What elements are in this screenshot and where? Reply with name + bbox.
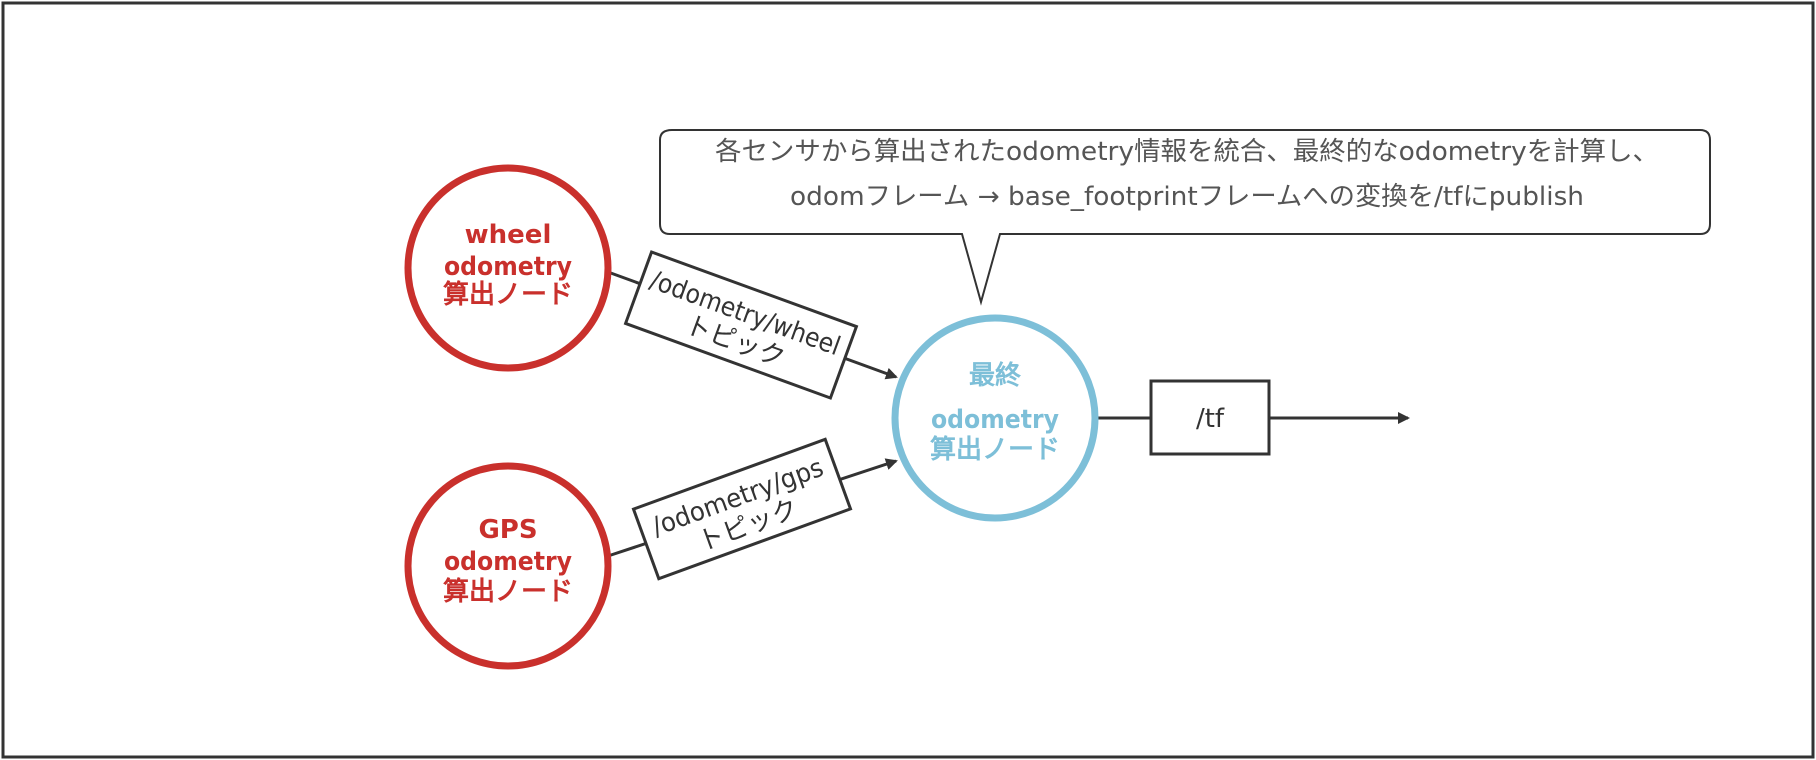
topic-box-tf-border bbox=[1149, 379, 1271, 456]
node-gps-odometry-line-3: 算出ノード bbox=[443, 576, 573, 607]
node-final-odometry-line-1: 最終 bbox=[969, 360, 1022, 391]
node-wheel-odometry-line-2: odometry bbox=[444, 252, 572, 282]
topic-box-gps-border bbox=[631, 437, 853, 581]
node-wheel-odometry-circle bbox=[404, 164, 612, 372]
node-gps-odometry: GPS odometry 算出ノード bbox=[404, 462, 612, 670]
node-wheel-odometry-line-1: wheel bbox=[465, 220, 552, 250]
node-final-odometry: 最終 odometry 算出ノード bbox=[891, 314, 1099, 522]
topic-box-wheel-border bbox=[623, 250, 859, 400]
node-wheel-odometry: wheel odometry 算出ノード bbox=[404, 164, 612, 372]
callout-bubble bbox=[659, 129, 1711, 306]
node-gps-odometry-line-1: GPS bbox=[478, 515, 537, 545]
node-final-odometry-circle bbox=[891, 314, 1099, 522]
node-wheel-odometry-line-3: 算出ノード bbox=[443, 279, 573, 310]
node-gps-odometry-line-2: odometry bbox=[444, 547, 572, 577]
topic-box-tf: /tf bbox=[1149, 379, 1271, 456]
node-final-odometry-line-2: odometry bbox=[931, 405, 1059, 435]
topic-box-tf-label: /tf bbox=[1196, 404, 1225, 434]
node-final-odometry-line-3: 算出ノード bbox=[930, 434, 1060, 465]
callout-line-1: 各センサから算出されたodometry情報を統合、最終的なodometryを計算… bbox=[715, 137, 1659, 167]
callout-line-2: odomフレーム → base_footprintフレームへの変換を/tfにpu… bbox=[790, 182, 1584, 212]
node-gps-odometry-circle bbox=[404, 462, 612, 670]
